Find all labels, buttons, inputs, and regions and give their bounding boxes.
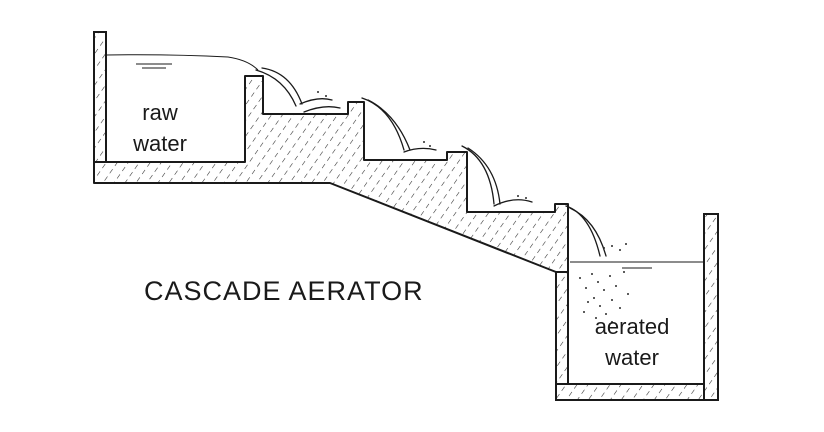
aerated-tank-left-wall xyxy=(555,271,569,385)
water-flow-icon xyxy=(255,67,607,257)
raw-water-label-line1: raw xyxy=(142,100,178,125)
aerated-water-label-line2: water xyxy=(604,345,659,370)
aerated-tank-floor xyxy=(555,383,719,401)
water-surface-icon xyxy=(105,54,704,269)
spray-icon xyxy=(317,91,629,323)
raw-tank-left-wall xyxy=(93,31,107,163)
diagram-title: CASCADE AERATOR xyxy=(144,276,424,306)
aerated-water-label-line1: aerated xyxy=(595,314,670,339)
aerated-tank-right-wall xyxy=(703,213,719,401)
raw-water-label-line2: water xyxy=(132,131,187,156)
